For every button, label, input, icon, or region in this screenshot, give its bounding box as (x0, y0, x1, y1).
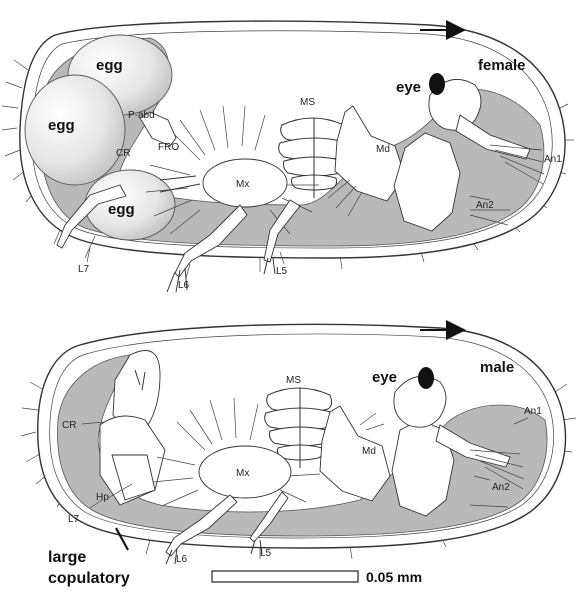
male-label-l7: L7 (68, 514, 80, 525)
female-label-l7: L7 (78, 264, 90, 275)
female-label-ms: MS (300, 97, 315, 108)
female-label-eye: eye (396, 79, 421, 96)
male-eye (418, 367, 434, 389)
male-label-md: Md (362, 446, 376, 457)
male-label-ms: MS (286, 375, 301, 386)
female-specimen: egg egg egg P-abd CR FRO MS Md Mx eye fe… (2, 21, 574, 292)
male-specimen: CR MS Md Mx eye male An1 An2 Hp L7 L6 L5… (21, 324, 576, 587)
female-eye (429, 73, 445, 95)
female-label-fro: FRO (158, 142, 179, 153)
male-label-l5: L5 (260, 548, 272, 559)
female-label-egg-top: egg (96, 57, 123, 74)
male-label-note-line1: large (48, 549, 86, 566)
female-label-an1: An1 (544, 154, 562, 165)
scale-bar-rect (212, 571, 358, 582)
female-label-l6: L6 (178, 280, 190, 291)
female-label-an2: An2 (476, 200, 494, 211)
male-label-eye: eye (372, 369, 397, 386)
female-label-cr: CR (116, 148, 130, 159)
male-label-sex: male (480, 359, 514, 376)
male-label-l6: L6 (176, 554, 188, 565)
scale-bar-label: 0.05 mm (366, 569, 422, 585)
male-label-cr: CR (62, 420, 76, 431)
male-label-hp: Hp (96, 492, 109, 503)
male-label-note-line2: copulatory (48, 570, 130, 587)
female-label-egg-bottom: egg (108, 201, 135, 218)
male-label-an1: An1 (524, 406, 542, 417)
male-label-an2: An2 (492, 482, 510, 493)
female-label-md: Md (376, 144, 390, 155)
female-label-egg-middle: egg (48, 117, 75, 134)
female-egg-middle (25, 75, 125, 185)
male-label-mx: Mx (236, 468, 249, 479)
female-label-sex: female (478, 57, 526, 74)
female-label-mx: Mx (236, 179, 249, 190)
female-label-p-abd: P-abd (128, 110, 155, 121)
scale-bar: 0.05 mm (212, 569, 422, 585)
female-label-l5: L5 (276, 266, 288, 277)
